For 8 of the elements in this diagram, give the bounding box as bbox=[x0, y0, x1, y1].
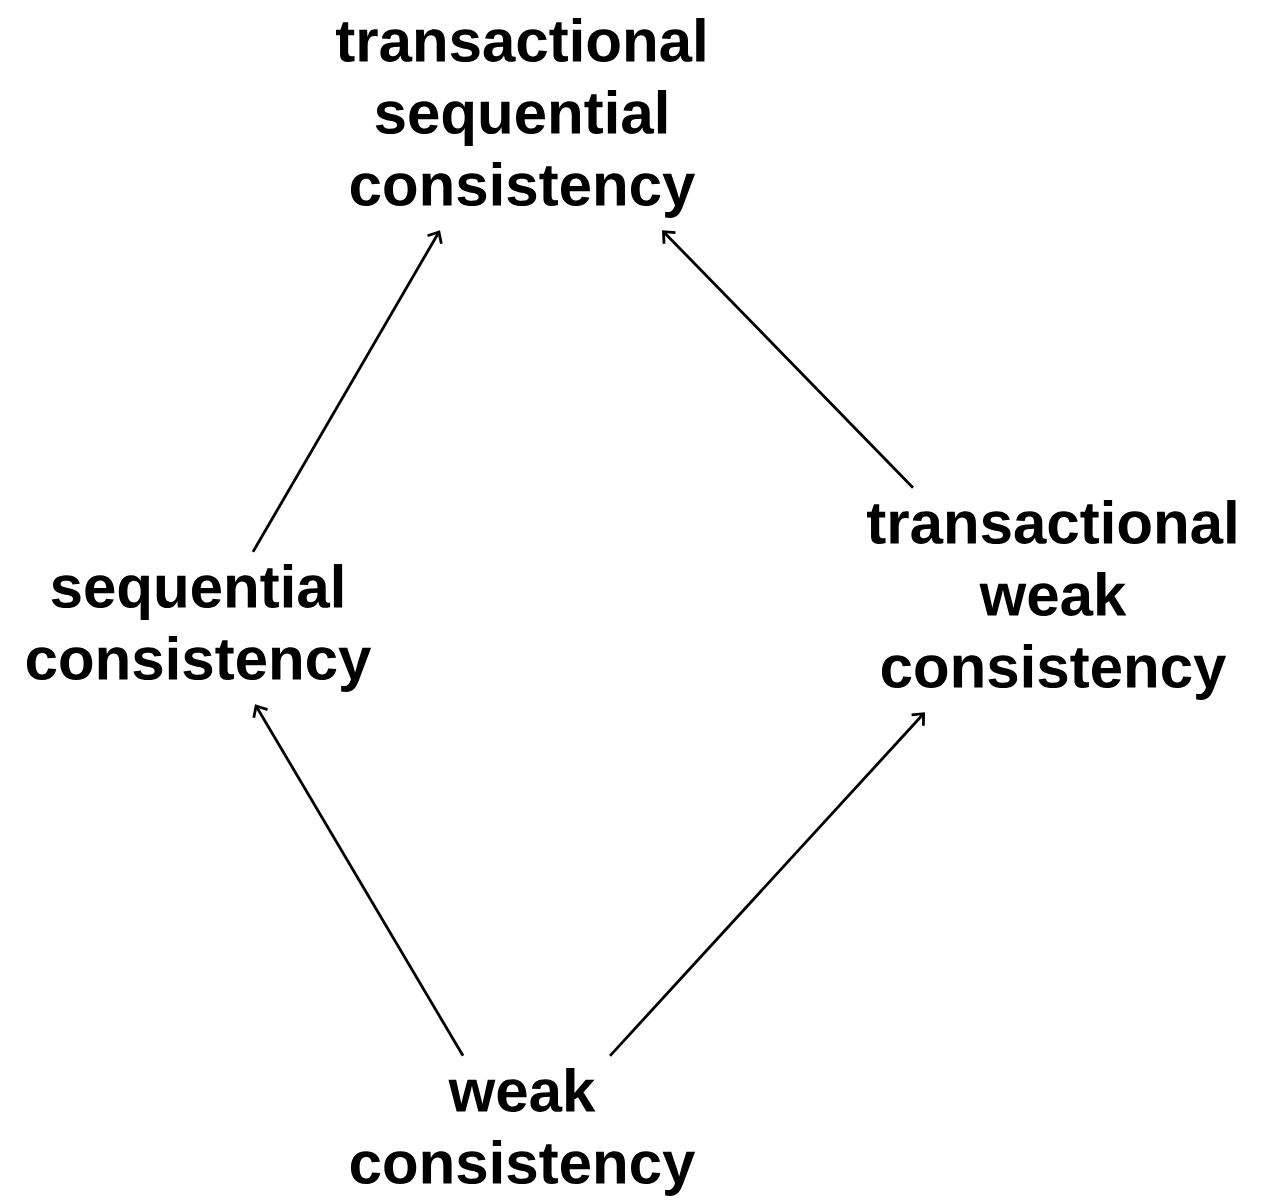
node-label: transactional sequential consistency bbox=[336, 18, 705, 218]
node-label: transactional weak consistency bbox=[867, 500, 1236, 700]
node-label: weak consistency bbox=[350, 1068, 696, 1196]
arrow bbox=[608, 712, 925, 1057]
node-label: sequential consistency bbox=[26, 564, 372, 692]
arrow bbox=[662, 230, 914, 489]
arrow bbox=[252, 704, 465, 1057]
arrow bbox=[251, 230, 443, 553]
